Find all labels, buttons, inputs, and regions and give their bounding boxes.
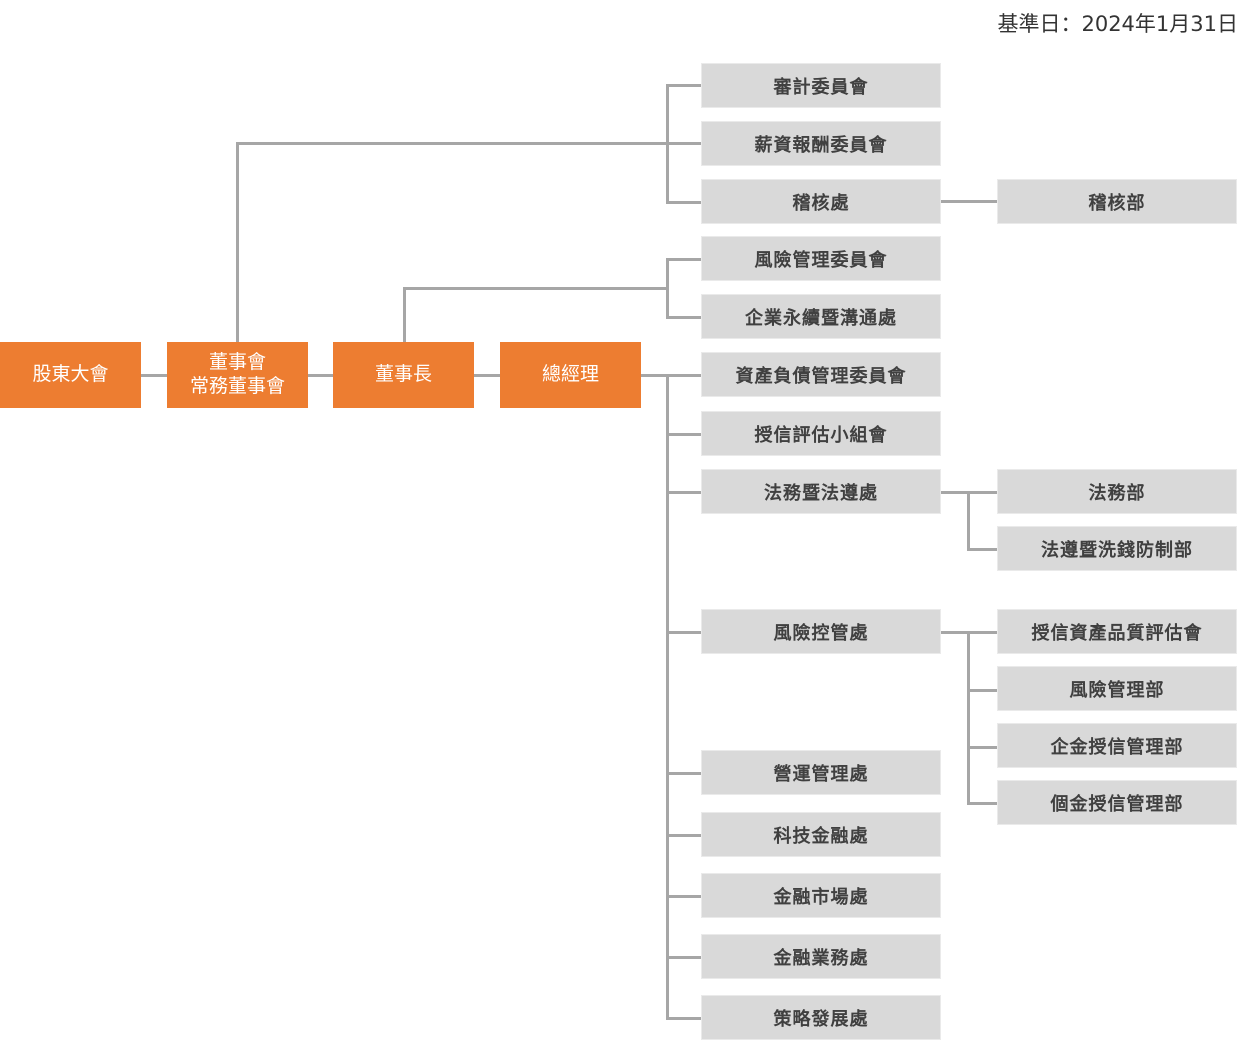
unit-label: 審計委員會 (773, 76, 869, 98)
connector-president-horizontal (641, 374, 702, 377)
connector-audit-dept (940, 200, 998, 203)
connector-legal-spine (967, 491, 970, 549)
unit-label: 資產負債管理委員會 (735, 365, 907, 387)
unit-label: 風險管理委員會 (754, 249, 888, 271)
chairman-box[interactable]: 董事長 (333, 342, 474, 408)
connector-chairman-spine (666, 258, 669, 318)
board-of-directors-box[interactable]: 董事會 常務董事會 (167, 342, 308, 408)
unit-label: 個金授信管理部 (1050, 793, 1184, 815)
president-label: 總經理 (541, 363, 599, 386)
base-date: 基準日：2024年1月31日 (997, 12, 1238, 36)
connector-president-spine (666, 374, 669, 1020)
unit-label: 授信評估小組會 (754, 424, 888, 446)
unit-label: 策略發展處 (773, 1008, 869, 1030)
unit-compliance-aml-department[interactable]: 法遵暨洗錢防制部 (997, 526, 1237, 571)
unit-risk-management-department[interactable]: 風險管理部 (997, 666, 1237, 711)
unit-label: 風險控管處 (773, 622, 869, 644)
connector-risk-spine (967, 631, 970, 803)
shareholders-meeting-box[interactable]: 股東大會 (0, 342, 141, 408)
unit-legal-compliance-office[interactable]: 法務暨法遵處 (701, 469, 941, 514)
unit-sustainability-communication[interactable]: 企業永續暨溝通處 (701, 294, 941, 339)
connector-chairman-horizontal (403, 287, 668, 290)
connector-board-up (236, 142, 239, 342)
unit-corporate-credit-department[interactable]: 企金授信管理部 (997, 723, 1237, 768)
connector-sustainability (666, 316, 702, 319)
unit-credit-asset-quality-committee[interactable]: 授信資產品質評估會 (997, 609, 1237, 654)
unit-strategy-development-office[interactable]: 策略發展處 (701, 995, 941, 1040)
unit-risk-management-committee[interactable]: 風險管理委員會 (701, 236, 941, 281)
unit-label: 風險管理部 (1069, 679, 1165, 701)
unit-fintech-office[interactable]: 科技金融處 (701, 812, 941, 857)
connector-shareholders-board (141, 374, 168, 377)
president-box[interactable]: 總經理 (500, 342, 641, 408)
connector-corp-credit (967, 746, 998, 749)
executive-board-label: 常務董事會 (189, 375, 285, 397)
unit-label: 授信資產品質評估會 (1031, 622, 1203, 644)
connector-personal-credit (967, 802, 998, 805)
connector-fintech (666, 834, 702, 837)
connector-markets (666, 895, 702, 898)
unit-personal-credit-department[interactable]: 個金授信管理部 (997, 780, 1237, 825)
connector-audit-committee (666, 84, 702, 87)
connector-strategy (666, 1017, 702, 1020)
unit-label: 企業永續暨溝通處 (745, 307, 897, 329)
unit-label: 法遵暨洗錢防制部 (1041, 539, 1193, 561)
connector-business (666, 956, 702, 959)
unit-alm-committee[interactable]: 資產負債管理委員會 (701, 352, 941, 397)
unit-remuneration-committee[interactable]: 薪資報酬委員會 (701, 121, 941, 166)
unit-label: 稽核部 (1088, 192, 1146, 214)
shareholders-meeting-label: 股東大會 (32, 363, 109, 386)
unit-operations-management-office[interactable]: 營運管理處 (701, 750, 941, 795)
unit-financial-markets-office[interactable]: 金融市場處 (701, 873, 941, 918)
unit-audit-department[interactable]: 稽核部 (997, 179, 1237, 224)
connector-chairman-president (474, 374, 501, 377)
connector-board-horizontal (236, 142, 668, 145)
board-label: 董事會 (208, 351, 266, 374)
connector-risk-mgmt-dept (967, 689, 998, 692)
unit-financial-business-office[interactable]: 金融業務處 (701, 934, 941, 979)
unit-label: 法務部 (1088, 482, 1146, 504)
connector-risk-control (666, 631, 702, 634)
unit-audit-committee[interactable]: 審計委員會 (701, 63, 941, 108)
connector-risk-committee (666, 258, 702, 261)
unit-label: 金融市場處 (773, 886, 869, 908)
unit-legal-department[interactable]: 法務部 (997, 469, 1237, 514)
unit-label: 金融業務處 (773, 947, 869, 969)
unit-label: 稽核處 (792, 192, 850, 214)
connector-compliance-dept (967, 548, 998, 551)
unit-label: 法務暨法遵處 (764, 482, 878, 504)
unit-label: 薪資報酬委員會 (754, 134, 888, 156)
connector-board-chairman (308, 374, 334, 377)
unit-label: 營運管理處 (773, 763, 869, 785)
chairman-label: 董事長 (374, 363, 432, 386)
connector-legal (666, 491, 702, 494)
unit-credit-evaluation-group[interactable]: 授信評估小組會 (701, 411, 941, 456)
connector-chairman-up (403, 287, 406, 342)
unit-audit-office[interactable]: 稽核處 (701, 179, 941, 224)
connector-remuneration (666, 142, 702, 145)
unit-risk-control-office[interactable]: 風險控管處 (701, 609, 941, 654)
connector-audit-office (666, 201, 702, 204)
connector-credit-eval (666, 433, 702, 436)
connector-operations (666, 772, 702, 775)
unit-label: 企金授信管理部 (1050, 736, 1184, 758)
unit-label: 科技金融處 (773, 825, 869, 847)
